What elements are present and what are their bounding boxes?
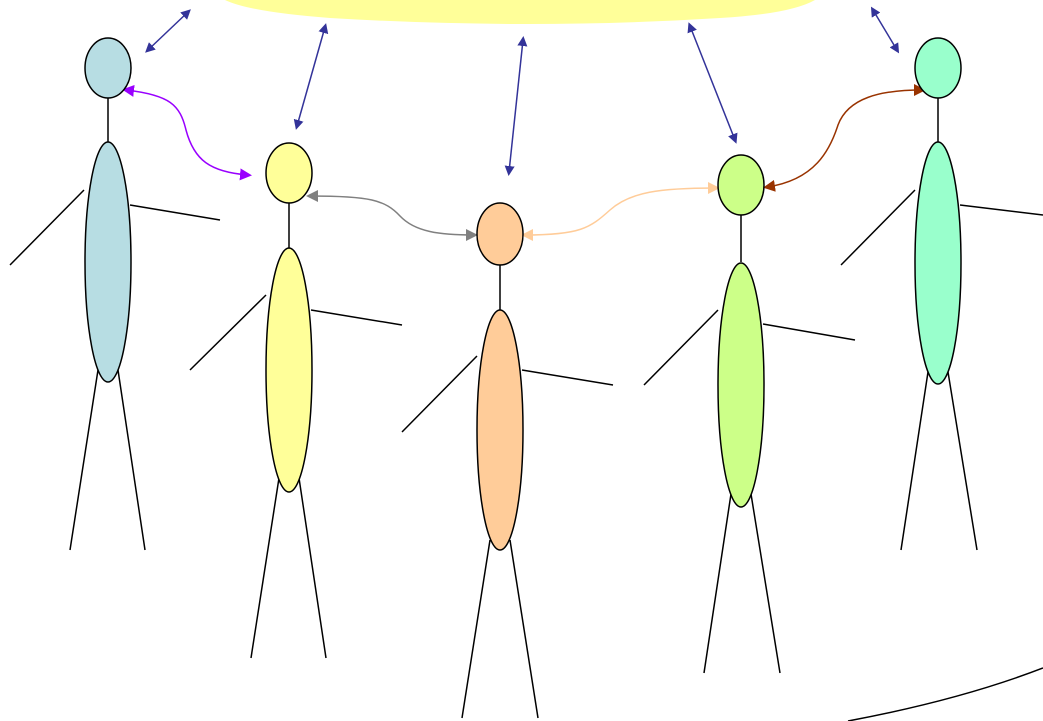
figure-3-body [476, 309, 524, 551]
bottom-arc [847, 667, 1043, 721]
figure-5 [840, 37, 1043, 551]
figure-1-arm-left [9, 189, 85, 266]
peer-link-2-3 [306, 190, 478, 241]
vertical-link-5 [870, 6, 900, 54]
figure-4-arm-right [762, 323, 856, 341]
peer-link-3-4 [521, 182, 720, 241]
peer-link-1-2 [122, 84, 252, 181]
figure-4-leg-left [703, 493, 732, 674]
figure-5-arm-left [840, 189, 916, 266]
figure-3 [401, 202, 614, 719]
figure-2-body [265, 247, 313, 493]
figure-3-leg-right [509, 539, 539, 719]
figure-2-head [265, 142, 313, 204]
peer-links [122, 84, 926, 241]
figure-2-leg-right [298, 477, 327, 659]
figure-5-leg-left [900, 371, 929, 551]
vertical-link-4 [687, 22, 738, 144]
figure-2-arm-left [189, 294, 267, 371]
shared-shape [225, 0, 815, 24]
figure-3-arm-left [401, 355, 478, 433]
figure-5-body [914, 141, 962, 385]
figure-4-arm-left [643, 309, 719, 386]
vertical-links [145, 6, 900, 176]
figure-5-leg-right [947, 371, 978, 551]
figure-4-body [717, 262, 765, 508]
figure-1-leg-left [69, 369, 99, 551]
figure-1-body [84, 141, 132, 383]
vertical-link-1 [145, 9, 191, 53]
figure-3-head [476, 202, 524, 266]
figure-2 [189, 142, 403, 659]
figure-3-arm-right [521, 369, 614, 386]
figure-5-head [914, 37, 962, 99]
figure-2-arm-right [310, 309, 403, 326]
figure-3-leg-left [461, 539, 491, 719]
figure-1-head [84, 37, 132, 99]
vertical-link-3 [504, 36, 528, 176]
figure-4-head [717, 154, 765, 216]
figure-5-arm-right [959, 204, 1043, 216]
figure-1 [9, 37, 221, 551]
vertical-link-2 [293, 23, 329, 130]
peer-link-4-5 [763, 84, 926, 192]
figure-2-leg-left [250, 477, 280, 659]
figure-1-leg-right [117, 369, 146, 551]
figure-4 [643, 154, 856, 674]
figure-1-arm-right [129, 204, 221, 221]
figure-4-leg-right [750, 493, 781, 674]
